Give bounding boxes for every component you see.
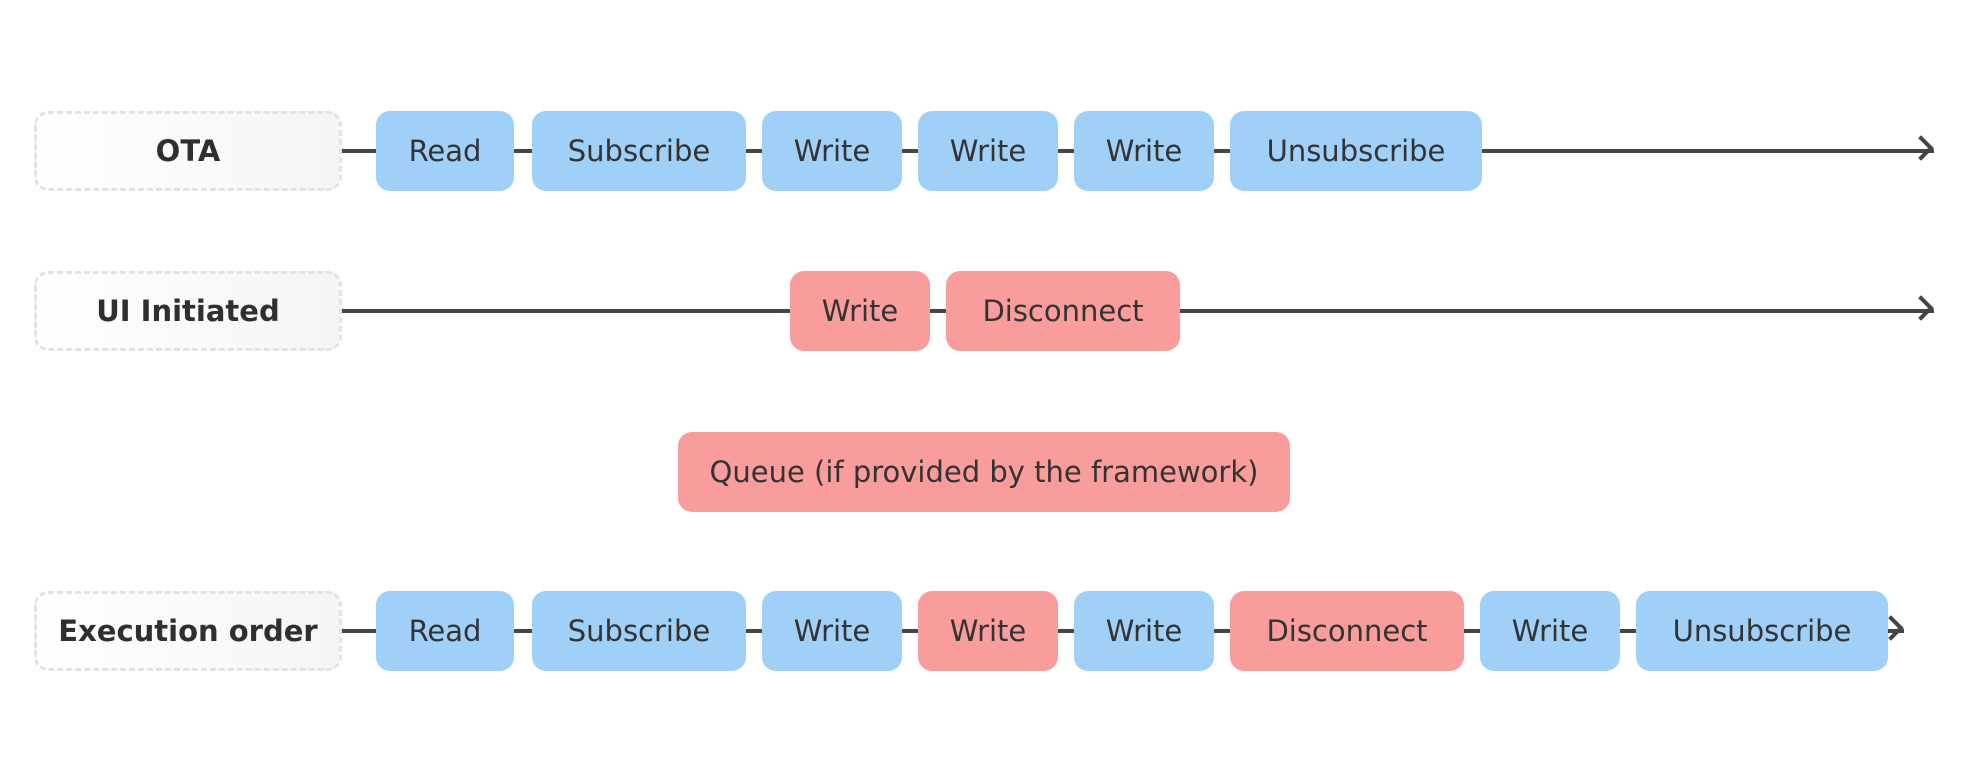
execution-order-row: Execution order Read Subscribe Write Wri… [0,591,1968,671]
ota-row: OTA Read Subscribe Write Write Write Uns… [0,111,1968,191]
step-write: Write [1480,591,1620,671]
step-unsubscribe: Unsubscribe [1636,591,1888,671]
step-read: Read [376,591,514,671]
step-write: Write [1074,111,1214,191]
step-write: Write [918,591,1058,671]
step-unsubscribe: Unsubscribe [1230,111,1482,191]
step-disconnect: Disconnect [1230,591,1464,671]
queue-box: Queue (if provided by the framework) [678,432,1290,512]
row-label-execution-order: Execution order [34,591,342,671]
step-write: Write [762,591,902,671]
ui-initiated-row: UI Initiated Write Disconnect [0,271,1968,351]
step-write: Write [762,111,902,191]
step-write: Write [790,271,930,351]
step-subscribe: Subscribe [532,111,746,191]
arrow-right-icon [1908,295,1934,321]
row-label-ui-initiated: UI Initiated [34,271,342,351]
row-label-ota: OTA [34,111,342,191]
step-read: Read [376,111,514,191]
step-write: Write [1074,591,1214,671]
step-subscribe: Subscribe [532,591,746,671]
arrow-right-icon [1908,135,1934,161]
step-write: Write [918,111,1058,191]
step-disconnect: Disconnect [946,271,1180,351]
